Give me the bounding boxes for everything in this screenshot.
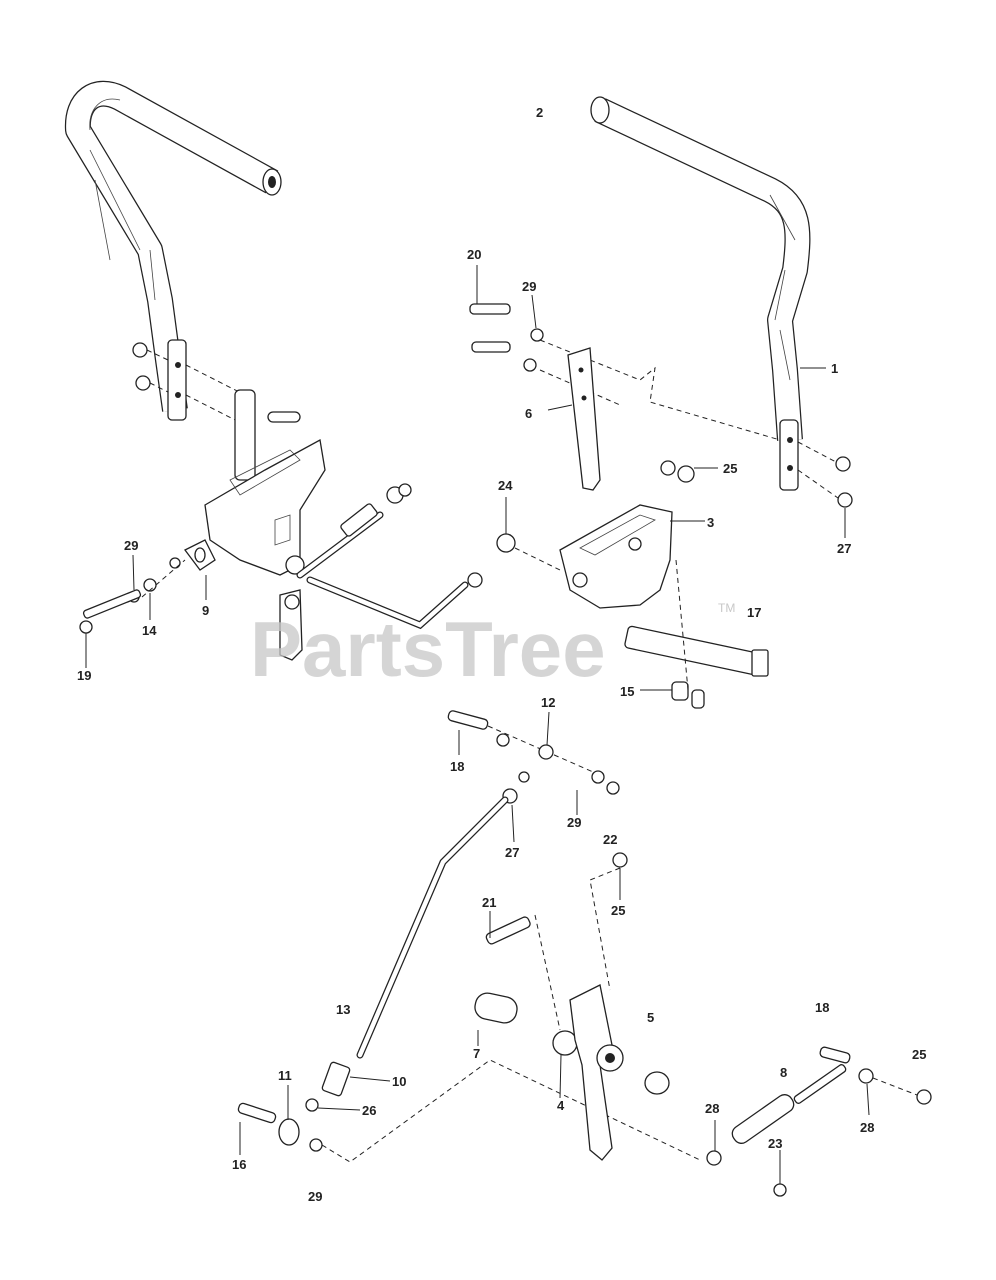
watermark-trademark: TM (718, 601, 735, 615)
callout-27-linkage: 27 (505, 845, 519, 860)
watermark: PartsTree TM (250, 601, 735, 693)
callout-19: 19 (77, 668, 91, 683)
lower-linkage-assembly (237, 710, 932, 1197)
callout-22: 22 (603, 832, 617, 847)
callout-25-right-bracket: 25 (723, 461, 737, 476)
callout-15: 15 (620, 684, 634, 699)
callout-29-upper-right: 29 (522, 279, 536, 294)
callout-23: 23 (768, 1136, 782, 1151)
callout-18-upper: 18 (450, 759, 464, 774)
callout-5: 5 (647, 1010, 654, 1025)
callout-25-middle: 25 (611, 903, 625, 918)
callout-20: 20 (467, 247, 481, 262)
callout-8: 8 (780, 1065, 787, 1080)
callout-2: 2 (536, 105, 543, 120)
callout-4: 4 (557, 1098, 565, 1113)
callout-12: 12 (541, 695, 555, 710)
callout-labels: 1 2 3 4 5 6 7 8 9 10 11 12 13 14 15 16 1… (77, 105, 926, 1204)
watermark-text: PartsTree (250, 605, 606, 693)
callout-3: 3 (707, 515, 714, 530)
callout-25-strut: 25 (912, 1047, 926, 1062)
callout-29-linkage: 29 (567, 815, 581, 830)
callout-28-right: 28 (860, 1120, 874, 1135)
callout-26: 26 (362, 1103, 376, 1118)
callout-9: 9 (202, 603, 209, 618)
callout-14: 14 (142, 623, 157, 638)
left-handle-assembly (64, 80, 483, 661)
callout-13: 13 (336, 1002, 350, 1017)
callout-27-right: 27 (837, 541, 851, 556)
callout-6: 6 (525, 406, 532, 421)
callout-16: 16 (232, 1157, 246, 1172)
callout-1: 1 (831, 361, 838, 376)
callout-28-left: 28 (705, 1101, 719, 1116)
callout-18-lower: 18 (815, 1000, 829, 1015)
callout-29-bottom: 29 (308, 1189, 322, 1204)
callout-21: 21 (482, 895, 496, 910)
leader-lines (85, 265, 870, 1155)
callout-29-left: 29 (124, 538, 138, 553)
callout-11: 11 (278, 1068, 292, 1083)
right-handle-assembly (469, 96, 853, 709)
callout-7: 7 (473, 1046, 480, 1061)
callout-10: 10 (392, 1074, 406, 1089)
callout-17: 17 (747, 605, 761, 620)
callout-24: 24 (498, 478, 513, 493)
